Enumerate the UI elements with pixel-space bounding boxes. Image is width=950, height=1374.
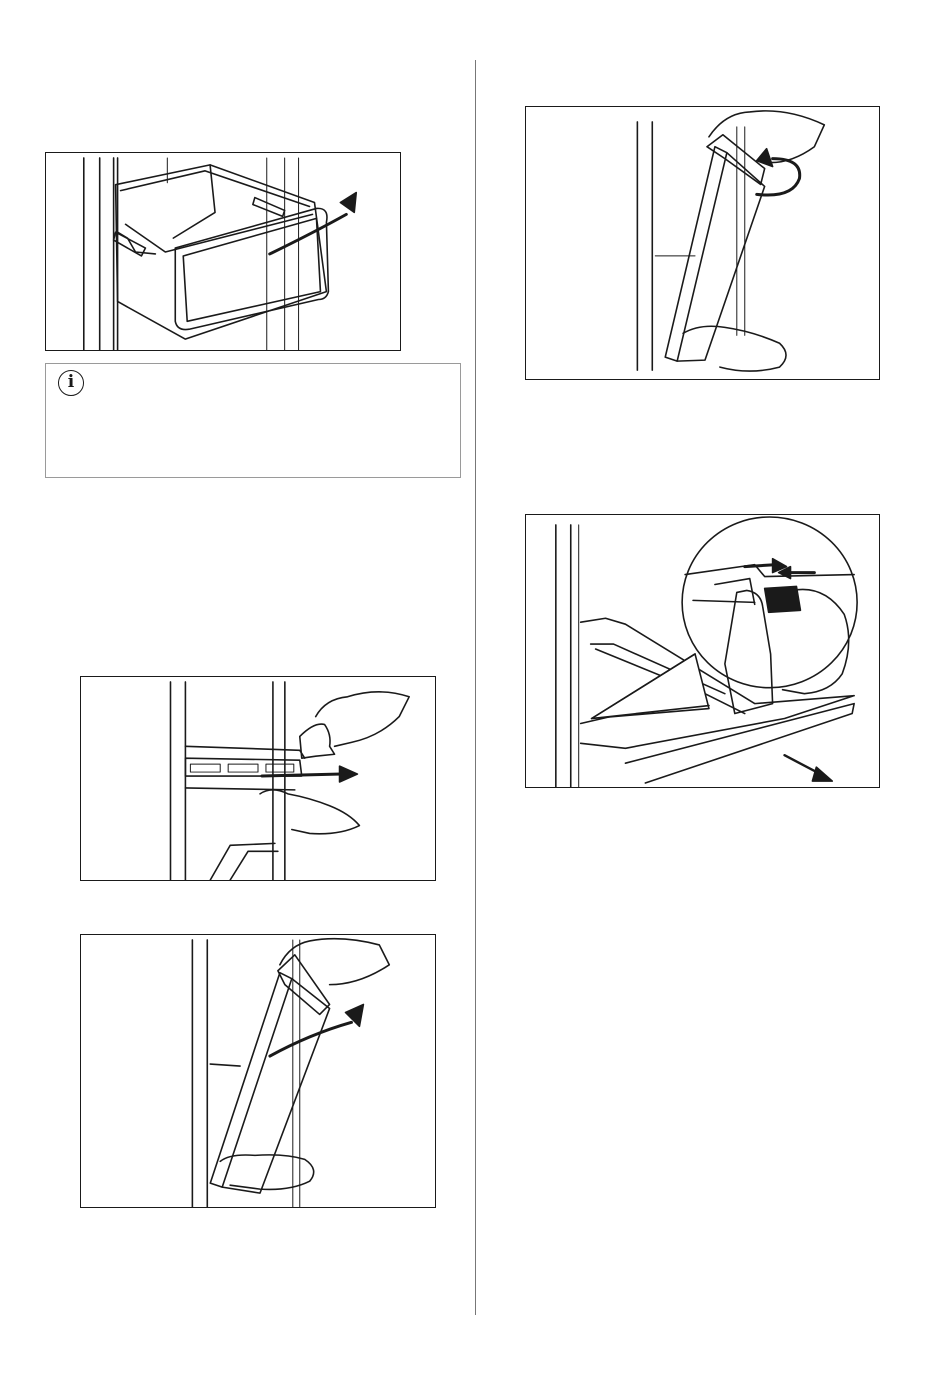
shelf-clip-illustration [525,514,880,788]
column-divider [475,60,476,1315]
drawer-lift-illustration [45,152,401,351]
info-icon: i [58,370,84,396]
shelf-pull-illustration [80,676,436,881]
info-note-box: i [45,363,461,478]
shelf-tilt-illustration [80,934,436,1208]
shelf-rotate-illustration [525,106,880,380]
